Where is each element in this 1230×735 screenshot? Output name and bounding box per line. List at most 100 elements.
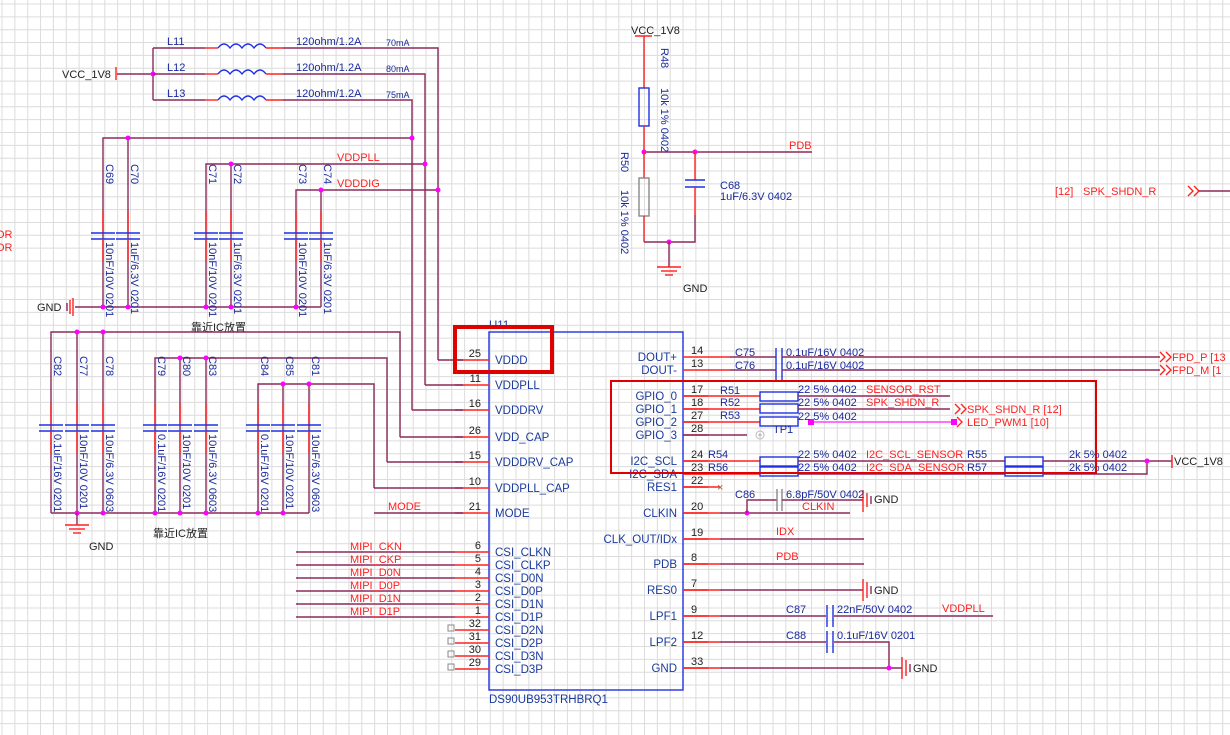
- resistor-R53[interactable]: [759, 416, 799, 427]
- ferrite-L13[interactable]: L13 120ohm/1.2A 75mA: [153, 88, 413, 410]
- gnd-label: GND: [913, 663, 938, 675]
- net-label-mipi: MIPI_D0N: [350, 567, 401, 579]
- cap-value: 0.1uF/16V 0201: [258, 434, 270, 512]
- pin-name: VDDDRV: [495, 405, 544, 417]
- resistor-value: 2k 5% 0402: [1069, 462, 1127, 474]
- resistor-value: 22 5% 0402: [798, 462, 857, 474]
- net-label-sensor-rst: SENSOR_RST: [866, 384, 941, 396]
- resistor-R56[interactable]: [759, 466, 799, 477]
- net-label-i2c-scl: I2C_SCL_SENSOR: [866, 449, 963, 461]
- net-label-clipped: OR: [0, 242, 13, 254]
- net-label-vddpll: VDDPLL: [337, 152, 380, 164]
- gnd-label: GND: [37, 302, 62, 314]
- offpage-spk-shdn-r[interactable]: SPK_SHDN_R [12]: [954, 403, 1062, 416]
- resistor-ref: R48: [658, 48, 670, 68]
- resistor-ref: R51: [720, 385, 740, 397]
- pin-number: 22: [691, 475, 703, 487]
- ic-body: [488, 331, 684, 691]
- net-label-spk-shdn: SPK_SHDN_R: [866, 397, 939, 409]
- pin-name: CSI_D1N: [495, 599, 544, 611]
- highlight-gpio-group: [610, 380, 1097, 474]
- net-label-i2c-sda: I2C_SDA_SENSOR: [866, 462, 964, 474]
- ferrite-L11[interactable]: L11 120ohm/1.2A 70mA: [153, 36, 439, 360]
- net-label-vddpll: VDDPLL: [942, 603, 985, 615]
- offpage-led-pwm1[interactable]: LED_PWM1 [10]: [956, 416, 1049, 429]
- cap-ref: C82: [51, 356, 63, 376]
- pin-name: GPIO_0: [635, 391, 677, 403]
- resistor-R52[interactable]: [759, 403, 799, 414]
- ic-U11[interactable]: U11 DS90UB953TRHBRQ1 25VDDD11VDDPLL16VDD…: [455, 320, 708, 706]
- cap-value: 0.1uF/16V 0201: [155, 434, 167, 512]
- ferrite-L12[interactable]: L12 120ohm/1.2A 80mA: [153, 62, 426, 385]
- cap-ref: C72: [231, 164, 243, 184]
- pin-name: PDB: [653, 559, 677, 571]
- resistor-R51[interactable]: [759, 391, 799, 402]
- resistor-R54[interactable]: [759, 456, 799, 467]
- pin-name: VDDPLL_CAP: [495, 483, 570, 495]
- offpage-fpd-p[interactable]: FPD_P [13: [1159, 351, 1226, 364]
- capacitor[interactable]: C72 1uF/6.3V 0201: [219, 164, 243, 314]
- offpage-fpd-m[interactable]: FPD_M [1: [1159, 364, 1222, 377]
- pin-name: CSI_D2P: [495, 638, 543, 650]
- net-label-mipi: MIPI_D0P: [350, 580, 400, 592]
- net-label-mipi: MIPI_CKP: [350, 554, 401, 566]
- gnd-label: GND: [874, 494, 899, 506]
- net-label-mipi: MIPI_D1N: [350, 593, 401, 605]
- pin-number: 14: [691, 345, 703, 357]
- cap-ref: C80: [180, 356, 192, 376]
- resistor-R55[interactable]: [1004, 456, 1044, 467]
- pin-name: LPF2: [650, 637, 678, 649]
- pin-number: 8: [691, 552, 697, 564]
- pin-number: 7: [691, 578, 697, 590]
- offpage-spk-shdn[interactable]: [12] SPK_SHDN_R: [1055, 185, 1230, 198]
- cap-value: 1uF/6.3V 0201: [231, 242, 243, 314]
- pin-number: 25: [469, 348, 481, 360]
- pin-name: CLKIN: [643, 508, 677, 520]
- net-label-pdb: PDB: [776, 551, 799, 563]
- vcc-label: VCC_1V8: [1174, 456, 1223, 468]
- cap-value: 0.1uF/16V 0402: [786, 347, 864, 359]
- pin-number: 15: [469, 450, 481, 462]
- resistor-R57[interactable]: [1004, 466, 1044, 477]
